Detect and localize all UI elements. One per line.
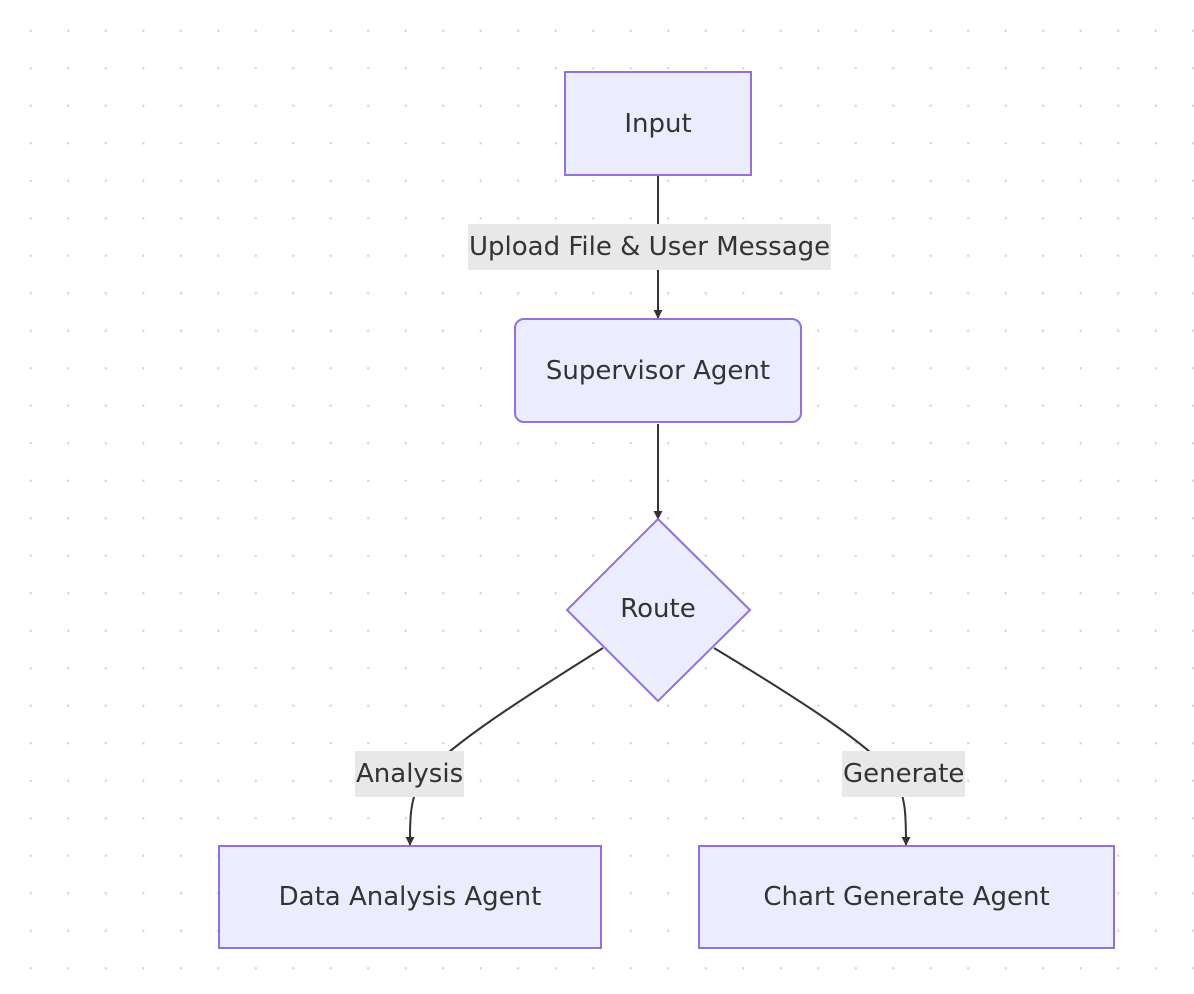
edge-route-to-chart [713, 647, 911, 846]
edge-label-analysis-text: Analysis [356, 759, 464, 789]
edge-label-upload: Upload File & User Message [468, 224, 832, 270]
node-chart-generate-agent-label: Chart Generate Agent [763, 882, 1050, 912]
edge-label-generate-text: Generate [843, 759, 965, 789]
edge-route-to-analysis [405, 647, 604, 846]
node-data-analysis-agent-label: Data Analysis Agent [278, 882, 542, 912]
node-supervisor-agent-label: Supervisor Agent [545, 355, 771, 386]
node-input[interactable]: Input [564, 71, 752, 176]
node-chart-generate-agent[interactable]: Chart Generate Agent [698, 845, 1115, 949]
node-route-label: Route [620, 594, 696, 624]
node-input-label: Input [624, 108, 692, 139]
edge-label-generate: Generate [842, 751, 966, 797]
node-supervisor-agent[interactable]: Supervisor Agent [514, 318, 802, 423]
edge-label-analysis: Analysis [355, 751, 465, 797]
node-data-analysis-agent[interactable]: Data Analysis Agent [218, 845, 602, 949]
edge-label-upload-text: Upload File & User Message [469, 232, 831, 262]
route-diamond-shape[interactable] [565, 517, 752, 703]
